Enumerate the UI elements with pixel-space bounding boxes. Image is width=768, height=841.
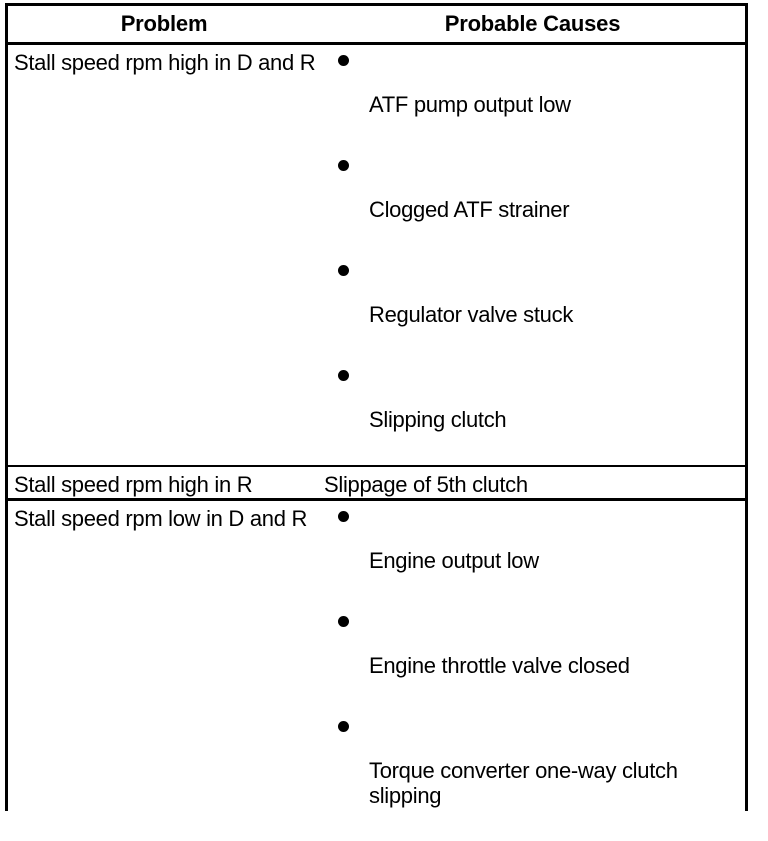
bullet-icon	[338, 616, 349, 627]
cause-list-3: Engine output low Engine throttle valve …	[320, 501, 745, 841]
cause-label: Engine throttle valve closed	[369, 653, 741, 678]
cause-label: Torque converter one-way clutch slipping	[369, 758, 741, 808]
troubleshooting-table-container: Problem Probable Causes Stall speed rpm …	[5, 3, 748, 811]
cause-item: Engine output low	[320, 501, 745, 606]
problem-text-1: Stall speed rpm high in D and R	[8, 45, 320, 75]
causes-cell-3: Engine output low Engine throttle valve …	[320, 500, 745, 841]
troubleshooting-table: Problem Probable Causes Stall speed rpm …	[8, 6, 745, 841]
problem-text-3: Stall speed rpm low in D and R	[8, 501, 320, 531]
bullet-icon	[338, 160, 349, 171]
cause-item: Regulator valve stuck	[320, 255, 745, 360]
column-header-problem: Problem	[8, 6, 320, 44]
problem-text-2: Stall speed rpm high in R	[8, 467, 320, 497]
cause-label: ATF pump output low	[369, 92, 741, 117]
table-row: Stall speed rpm high in R Slippage of 5t…	[8, 466, 745, 500]
cause-label: Slippage of 5th clutch	[320, 467, 745, 497]
table-row: Stall speed rpm low in D and R Engine ou…	[8, 500, 745, 841]
bullet-icon	[338, 511, 349, 522]
cause-item: ATF pump output low	[320, 45, 745, 150]
cause-label: Regulator valve stuck	[369, 302, 741, 327]
cause-list-1: ATF pump output low Clogged ATF strainer…	[320, 45, 745, 465]
cause-item: Torque converter one-way clutch slipping	[320, 711, 745, 841]
column-header-probable-causes-label: Probable Causes	[320, 11, 745, 37]
problem-cell-3: Stall speed rpm low in D and R	[8, 500, 320, 841]
column-header-problem-label: Problem	[8, 11, 320, 37]
column-header-probable-causes: Probable Causes	[320, 6, 745, 44]
document-page: Problem Probable Causes Stall speed rpm …	[0, 0, 768, 816]
table-body: Stall speed rpm high in D and R ATF pump…	[8, 44, 745, 841]
table-header: Problem Probable Causes	[8, 6, 745, 44]
bullet-icon	[338, 265, 349, 276]
bullet-icon	[338, 55, 349, 66]
table-header-row: Problem Probable Causes	[8, 6, 745, 44]
cause-label: Clogged ATF strainer	[369, 197, 741, 222]
cause-label: Slipping clutch	[369, 407, 741, 432]
cause-item: Clogged ATF strainer	[320, 150, 745, 255]
causes-cell-1: ATF pump output low Clogged ATF strainer…	[320, 44, 745, 467]
problem-cell-2: Stall speed rpm high in R	[8, 466, 320, 500]
cause-label: Engine output low	[369, 548, 741, 573]
table-row: Stall speed rpm high in D and R ATF pump…	[8, 44, 745, 467]
problem-cell-1: Stall speed rpm high in D and R	[8, 44, 320, 467]
cause-item: Slipping clutch	[320, 360, 745, 465]
bullet-icon	[338, 721, 349, 732]
cause-item: Engine throttle valve closed	[320, 606, 745, 711]
causes-cell-2: Slippage of 5th clutch	[320, 466, 745, 500]
bullet-icon	[338, 370, 349, 381]
